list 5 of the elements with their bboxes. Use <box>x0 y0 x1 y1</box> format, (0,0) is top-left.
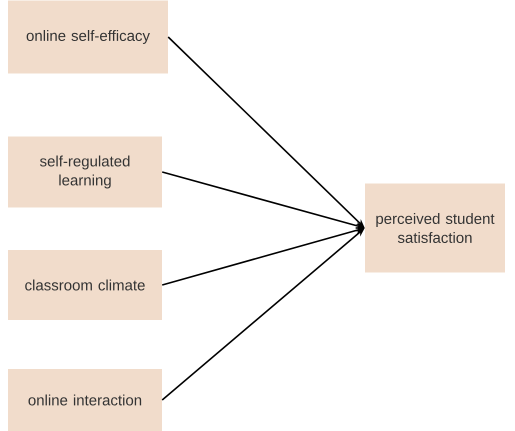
concept-box: online interaction <box>8 368 162 431</box>
concept-box: classroom climate <box>8 250 162 320</box>
concept-box: online self-efficacy <box>8 0 168 74</box>
concept-box: perceived student satisfaction <box>365 184 505 272</box>
concept-box: self-regulated learning <box>8 136 162 208</box>
